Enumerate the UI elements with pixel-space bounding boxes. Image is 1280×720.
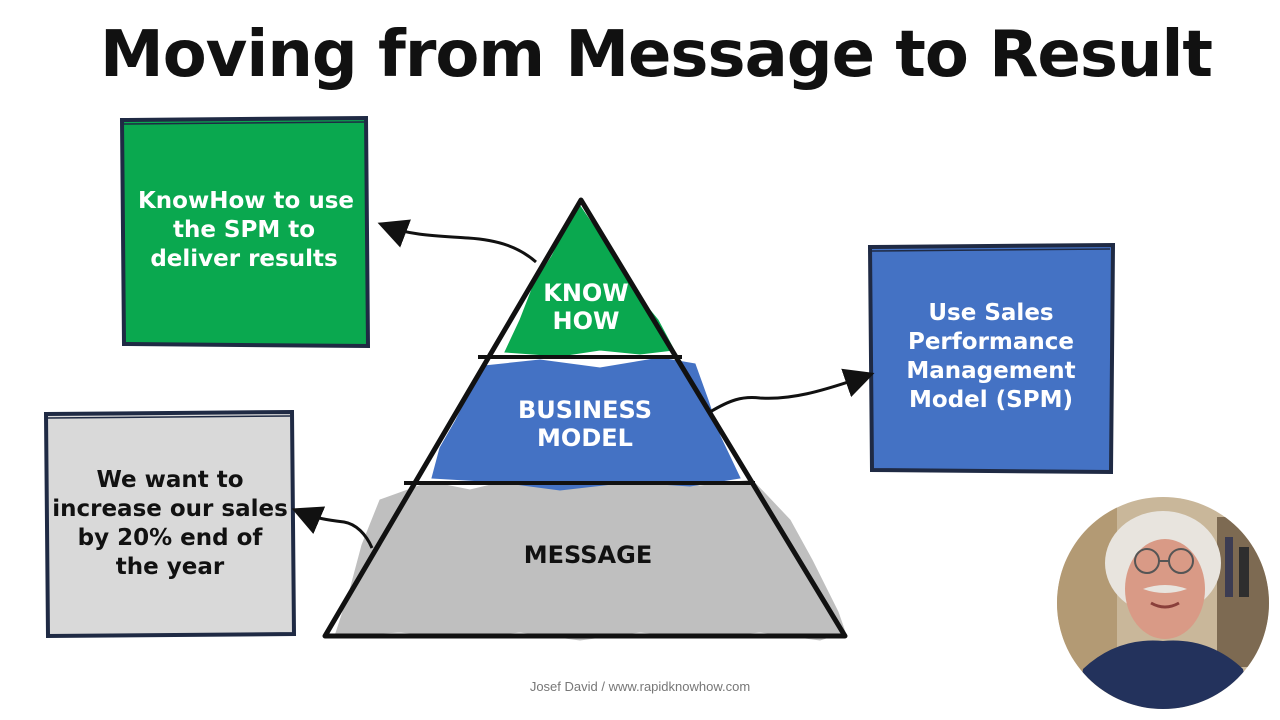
knowhow-tier-label-1: KNOW xyxy=(543,279,629,307)
page-title: Moving from Message to Result xyxy=(100,18,1213,92)
pyramid-outline xyxy=(322,197,848,639)
knowhow-line-2: the SPM to xyxy=(173,217,315,243)
business-tier-label-2: MODEL xyxy=(537,424,633,452)
knowhow-box: KnowHow to use the SPM to deliver result… xyxy=(119,115,371,349)
spm-line-2: Performance xyxy=(908,329,1074,355)
footer-credit: Josef David / www.rapidknowhow.com xyxy=(529,679,751,694)
knowhow-tier-label-2: HOW xyxy=(553,307,620,335)
spm-line-3: Management xyxy=(906,358,1075,384)
goal-line-3: by 20% end of xyxy=(78,525,264,551)
knowhow-line-1: KnowHow to use xyxy=(138,188,354,214)
business-model-tier xyxy=(431,357,741,491)
arrow-to-spm-box xyxy=(709,368,875,414)
spm-line-1: Use Sales xyxy=(928,300,1053,326)
arrow-to-knowhow-box xyxy=(377,219,537,264)
message-tier-label: MESSAGE xyxy=(524,541,652,569)
spm-box: Use Sales Performance Management Model (… xyxy=(867,242,1116,475)
goal-line-4: the year xyxy=(116,554,225,580)
knowhow-line-3: deliver results xyxy=(150,246,337,272)
presenter-avatar xyxy=(1057,497,1269,709)
business-tier-label-1: BUSINESS xyxy=(518,396,652,424)
spm-line-4: Model (SPM) xyxy=(909,387,1073,413)
goal-box: We want to increase our sales by 20% end… xyxy=(43,409,297,639)
goal-line-1: We want to xyxy=(96,467,243,493)
arrow-to-goal-box xyxy=(291,506,374,549)
goal-line-2: increase our sales xyxy=(52,496,288,522)
